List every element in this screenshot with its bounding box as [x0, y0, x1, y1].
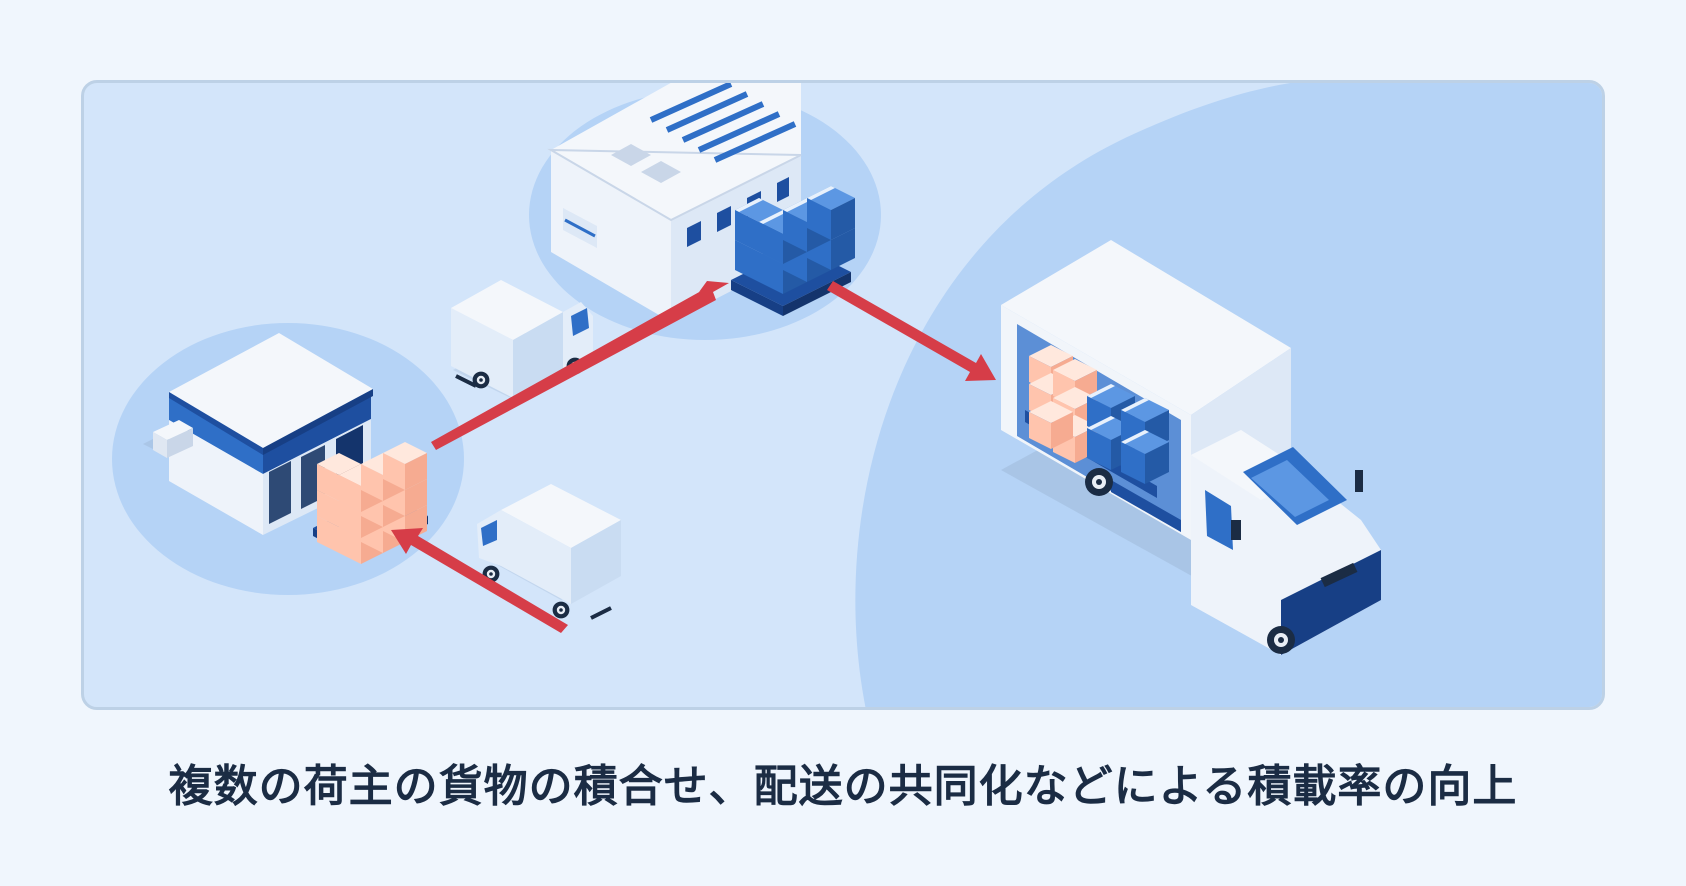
delivery-truck-icon — [477, 484, 621, 620]
delivery-truck-icon — [451, 280, 593, 402]
arrow-icon — [391, 281, 996, 633]
illustration-panel — [81, 80, 1605, 710]
pallet-boxes-icon — [313, 442, 428, 564]
caption-text: 複数の荷主の貨物の積合せ、配送の共同化などによる積載率の向上 — [168, 761, 1518, 812]
box-truck-icon — [1001, 240, 1381, 655]
logistics-illustration — [112, 83, 1602, 707]
